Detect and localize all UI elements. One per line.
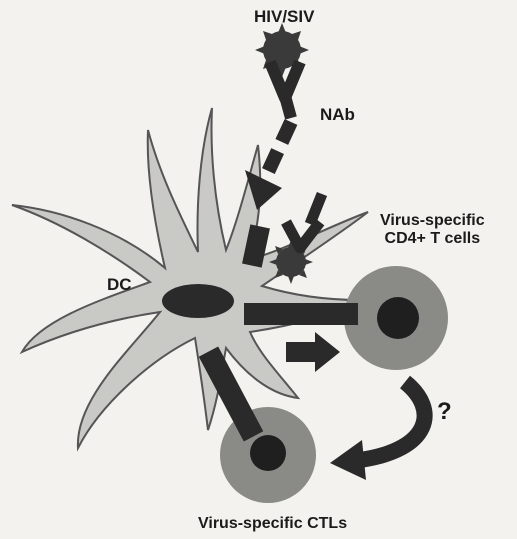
dc-label: DC [107,276,132,295]
synapse-bar-cd4 [244,303,358,325]
question-mark: ? [437,399,452,425]
cd4-label-line2: CD4+ T cells [380,230,485,248]
dendritic-cell-body [12,108,368,448]
antibody-icon [270,62,300,118]
dc-nucleus [162,284,234,318]
arrow-icon [286,332,340,372]
virus-label: HIV/SIV [254,8,314,27]
cd4-t-cell [344,266,448,370]
ctl-label: Virus-specific CTLs [198,515,347,533]
help-arrow [330,382,425,480]
antibody-label: NAb [320,106,355,125]
cd4-label-line1: Virus-specific [380,212,485,230]
cd4-label: Virus-specific CD4+ T cells [380,212,485,247]
